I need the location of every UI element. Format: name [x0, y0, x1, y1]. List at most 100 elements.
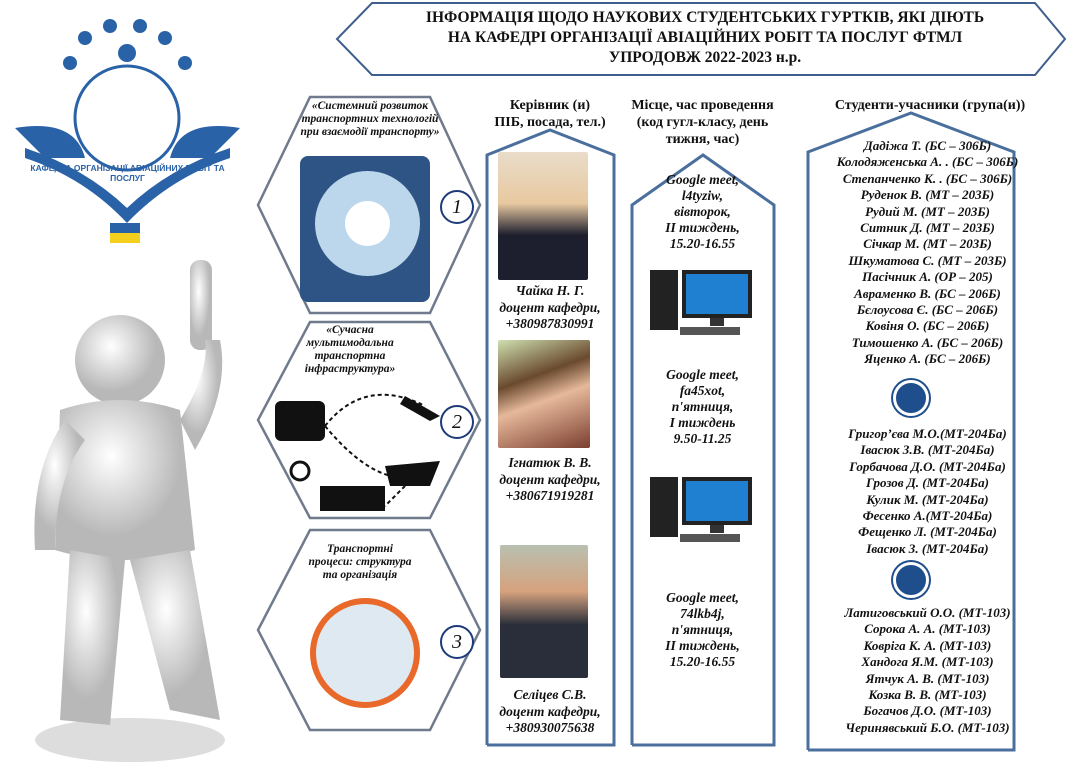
location-line: Google meet,	[666, 367, 739, 382]
location-info: Google meet,l4tyziw,вівторок,II тиждень,…	[630, 172, 775, 252]
title-line: НА КАФЕДРІ ОРГАНІЗАЦІЇ АВІАЦІЙНИХ РОБІТ …	[447, 29, 963, 46]
leader-position: доцент кафедри,	[499, 471, 601, 487]
leader-phone: +380671919281	[505, 488, 595, 503]
students-header: Студенти-учасники (група(и))	[834, 98, 1026, 113]
location-header: Місце, час проведення(код гугл-класу, де…	[615, 97, 790, 148]
number: 2	[452, 410, 462, 433]
student: Січкар М. (МТ – 203Б)	[863, 236, 992, 252]
student: Степанченко К. . (БС – 306Б)	[842, 170, 1013, 186]
leader-info: Селіцев С.В.доцент кафедри,+380930075638	[485, 687, 615, 737]
location-line: Google meet,	[666, 590, 739, 605]
logo-emblem-icon	[15, 19, 240, 243]
leader-name: Селіцев С.В.	[513, 687, 587, 702]
student: Пасічник А. (ОР – 205)	[862, 269, 993, 285]
student: Латиговський О.О. (МТ-103)	[844, 605, 1011, 620]
leader-name: Чайка Н. Г.	[515, 283, 585, 298]
student: Івасюк З. (МТ-204Ба)	[866, 540, 989, 556]
student-group-1: Дадіжа Т. (БС – 306Б)Колодяженська А. . …	[805, 138, 1050, 368]
logo-text: КАФЕДРА ОРГАНІЗАЦІЇ АВІАЦІЙНИХ РОБІТ ТА …	[30, 163, 225, 183]
truck-icon	[320, 486, 385, 511]
circle-number-3: 3	[440, 625, 474, 659]
student: Фещенко Л. (МТ-204Ба)	[858, 524, 997, 540]
number: 1	[452, 195, 462, 218]
student: Сорока А. А. (МТ-103)	[864, 621, 991, 637]
student: Богачов Д.О. (МТ-103)	[863, 703, 992, 719]
title-line: та організація	[322, 569, 398, 581]
header-line: (код гугл-класу, день	[636, 115, 769, 130]
leader-position: доцент кафедри,	[499, 703, 601, 719]
leader-photo	[498, 340, 590, 448]
leader-photo	[498, 152, 588, 280]
title-line: процеси: структура	[308, 556, 412, 568]
transport-process-illustration	[310, 598, 420, 708]
number: 3	[452, 630, 462, 653]
circle-number-1: 1	[440, 190, 474, 224]
graduate-icon	[893, 380, 929, 416]
student: Шкуматова С. (МТ – 203Б)	[848, 252, 1007, 268]
transport-technology-illustration	[300, 156, 430, 302]
location-line: II тиждень,	[665, 638, 740, 653]
student: Фесенко А.(МТ-204Ба)	[862, 508, 993, 524]
student: Горбачова Д.О. (МТ-204Ба)	[849, 458, 1006, 474]
header-line: Керівник (и)	[509, 98, 591, 113]
location-pin-icon	[289, 460, 311, 482]
leader-info: Чайка Н. Г.доцент кафедри,+380987830991	[485, 283, 615, 333]
location-info: Google meet,74lkb4j,п'ятниця,II тиждень,…	[630, 590, 775, 670]
location-line: 74lkb4j,	[680, 606, 725, 621]
student: Грозов Д. (МТ-204Ба)	[866, 475, 989, 491]
leader-phone: +380930075638	[505, 720, 595, 735]
student-group-2: Григор’єва М.О.(МТ-204Ба)Івасюк З.В. (МТ…	[805, 426, 1050, 557]
location-line: вівторок,	[674, 204, 731, 219]
student: Ковріга К. А. (МТ-103)	[863, 637, 992, 653]
student: Черинявський Б.О. (МТ-103)	[845, 719, 1010, 735]
ship-icon	[385, 461, 440, 486]
title-line: ІНФОРМАЦІЯ ЩОДО НАУКОВИХ СТУДЕНТСЬКИХ ГУ…	[425, 9, 985, 26]
plane-icon	[400, 396, 440, 421]
student: Ковіня О. (БС – 206Б)	[865, 318, 990, 334]
student-group-3: Латиговський О.О. (МТ-103)Сорока А. А. (…	[805, 605, 1050, 736]
student: Авраменко В. (БС – 206Б)	[854, 285, 1001, 301]
location-line: 15.20-16.55	[669, 236, 736, 251]
title-line: мультимодальна	[306, 337, 394, 349]
location-line: 9.50-11.25	[673, 431, 732, 446]
student: Тимошенко А. (БС – 206Б)	[851, 334, 1004, 350]
student: Івасюк З.В. (МТ-204Ба)	[860, 442, 995, 458]
pointing-figure-illustration	[34, 260, 225, 762]
location-line: I тиждень	[669, 415, 736, 430]
title-line: інфраструктура»	[304, 363, 396, 375]
student: Дадіжа Т. (БС – 306Б)	[863, 138, 992, 153]
circle-number-2: 2	[440, 405, 474, 439]
location-line: II тиждень,	[665, 220, 740, 235]
page-title: ІНФОРМАЦІЯ ЩОДО НАУКОВИХ СТУДЕНТСЬКИХ ГУ…	[360, 8, 1050, 68]
title-line: при взаємодії транспорту»	[300, 126, 440, 138]
location-line: Google meet,	[666, 172, 739, 187]
leader-info: Ігнатюк В. В.доцент кафедри,+38067191928…	[485, 455, 615, 505]
header-line: ПІБ, посада, тел.)	[494, 115, 606, 130]
title-line: транспортних технологій	[301, 113, 439, 125]
title-line: «Сучасна	[326, 324, 374, 336]
leader-position: доцент кафедри,	[499, 299, 601, 315]
multimodal-transport-illustration	[275, 393, 440, 511]
computer-icon	[650, 270, 752, 335]
title-line: транспортна	[314, 350, 386, 362]
title-line: УПРОДОВЖ 2022-2023 н.р.	[608, 49, 802, 66]
student: Ятчук А. В. (МТ-103)	[865, 670, 990, 686]
student: Колодяженська А. . (БС – 306Б)	[836, 154, 1019, 170]
location-line: fa45xot,	[679, 383, 726, 398]
header-line: тижня, час)	[665, 132, 740, 147]
student: Яценко А. (БС – 206Б)	[864, 351, 991, 367]
leader-header: Керівник (и) ПІБ, посада, тел.)	[485, 97, 615, 131]
graduate-icon	[893, 562, 929, 598]
student: Козка В. В. (МТ-103)	[868, 687, 987, 703]
student: Григор’єва М.О.(МТ-204Ба)	[848, 426, 1007, 441]
department-logo: КАФЕДРА ОРГАНІЗАЦІЇ АВІАЦІЙНИХ РОБІТ ТА …	[15, 8, 240, 258]
location-line: п'ятниця,	[671, 622, 734, 637]
leader-name: Ігнатюк В. В.	[508, 455, 592, 470]
student: Ситник Д. (МТ – 203Б)	[860, 220, 995, 236]
student: Бєлоусова Є. (БС – 206Б)	[856, 302, 999, 318]
leader-phone: +380987830991	[505, 316, 595, 331]
